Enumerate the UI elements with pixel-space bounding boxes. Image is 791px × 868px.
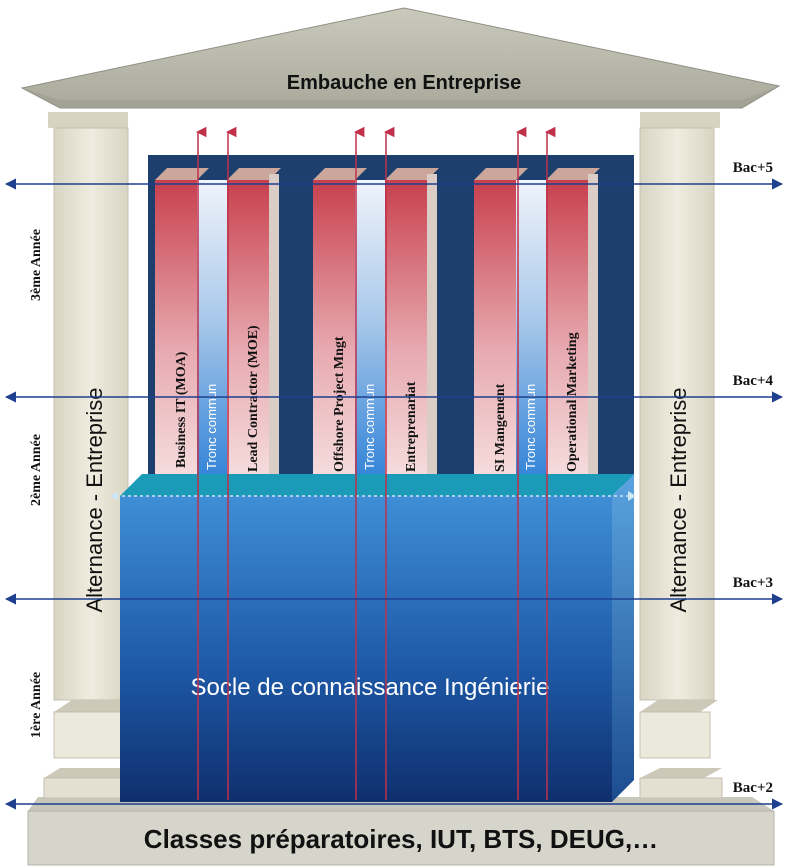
- track-bar: [313, 180, 355, 490]
- track-group-2: Offshore Project Mngt Tronc commun Entre…: [313, 168, 439, 490]
- tronc-label: Tronc commun: [204, 384, 219, 470]
- track-bar: [474, 180, 516, 490]
- tronc-label: Tronc commun: [523, 384, 538, 470]
- tronc-bar: [355, 180, 385, 490]
- left-column-label: Alternance - Entreprise: [82, 388, 107, 613]
- left-pillar: Alternance - Entreprise: [43, 112, 129, 799]
- track-label: Offshore Project Mngt: [332, 336, 347, 472]
- level-label-bac5: Bac+5: [733, 160, 773, 176]
- track-label: Entreprenariat: [404, 381, 419, 472]
- year-label-1: 1ère Année: [29, 672, 44, 738]
- track-bar: [385, 180, 427, 490]
- base-plinth: Classes préparatoires, IUT, BTS, DEUG,…: [27, 797, 775, 866]
- track-bar: [546, 180, 588, 490]
- tronc-label: Tronc commun: [362, 384, 377, 470]
- roof-label: Embauche en Entreprise: [287, 72, 522, 94]
- right-column-label: Alternance - Entreprise: [666, 388, 691, 613]
- track-label: Lead Contractor (MOE): [246, 325, 261, 472]
- tronc-bar: [197, 180, 227, 490]
- foundation-label: Socle de connaissance Ingénierie: [191, 674, 550, 701]
- progression-arrows: [195, 126, 556, 800]
- track-label: Business IT (MOA): [174, 351, 189, 468]
- track-bar: [227, 180, 269, 490]
- level-arrows: [4, 178, 784, 810]
- level-label-bac2: Bac+2: [733, 780, 773, 796]
- year-label-3: 3ème Année: [29, 229, 44, 301]
- track-label: Operational Marketing: [565, 332, 580, 472]
- level-label-bac3: Bac+3: [733, 575, 773, 591]
- track-group-3: SI Mangement Tronc commun Operational Ma…: [474, 168, 600, 490]
- level-label-bac4: Bac+4: [733, 373, 774, 389]
- foundation-block: Socle de connaissance Ingénierie: [110, 474, 636, 802]
- level-labels: Bac+5 Bac+4 Bac+3 Bac+2: [733, 160, 774, 796]
- roof: Embauche en Entreprise: [20, 7, 781, 109]
- track-group-1: Business IT (MOA) Tronc commun Lead Cont…: [155, 168, 281, 490]
- tronc-bar: [516, 180, 546, 490]
- year-label-2: 2ème Année: [29, 434, 44, 506]
- right-pillar: Alternance - Entreprise: [639, 112, 723, 799]
- track-bar: [155, 180, 197, 490]
- year-labels: 3ème Année 2ème Année 1ère Année: [29, 229, 44, 738]
- base-label: Classes préparatoires, IUT, BTS, DEUG,…: [144, 824, 658, 854]
- track-label: SI Mangement: [493, 383, 508, 472]
